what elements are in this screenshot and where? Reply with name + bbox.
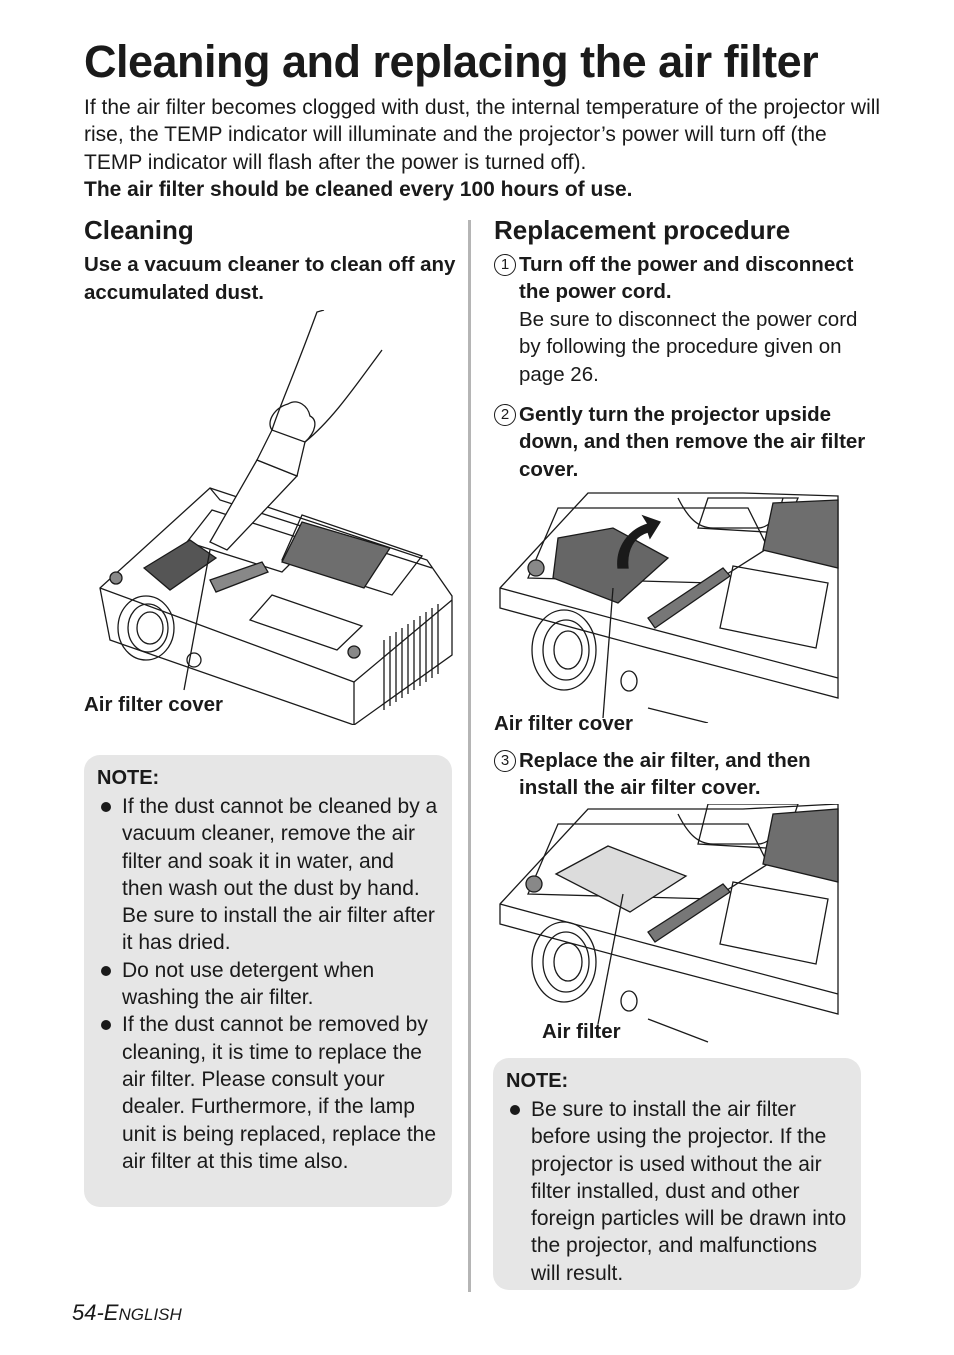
note-item: If the dust cannot be cleaned by a vacuu… [97,793,438,957]
cleaning-note-box: NOTE: If the dust cannot be cleaned by a… [84,755,452,1207]
step-number-1: 1 [494,254,516,276]
page-number: 54- [72,1300,104,1325]
replacement-heading: Replacement procedure [494,215,791,245]
note-item: If the dust cannot be removed by cleanin… [97,1011,438,1175]
air-filter-caption: Air filter [542,1020,621,1043]
step-1-detail: Be sure to disconnect the power cord by … [519,307,858,386]
note-item: Do not use detergent when washing the ai… [97,957,438,1012]
bullet-icon [510,1105,520,1115]
step-1-instruction: Turn off the power and disconnect the po… [519,253,854,304]
step-2-instruction: Gently turn the projector upside down, a… [519,403,866,481]
step-3: 3 Replace the air filter, and then insta… [494,747,866,802]
air-filter-cover-caption-right: Air filter cover [494,712,633,735]
vacuum-cleaning-illustration [92,310,457,725]
column-divider [468,220,471,1292]
step-3-instruction: Replace the air filter, and then install… [519,749,811,800]
language-initial: E [103,1300,119,1325]
replacement-note-box: NOTE: Be sure to install the air filter … [493,1058,861,1290]
note-item: Be sure to install the air filter before… [506,1096,847,1287]
page-footer: 54-ENGLISH [72,1300,182,1326]
replacement-note-list: Be sure to install the air filter before… [506,1096,847,1287]
intro-bold-text: The air filter should be cleaned every 1… [84,177,633,201]
remove-filter-cover-illustration [498,488,843,723]
cleaning-heading: Cleaning [84,215,194,245]
bullet-icon [101,1020,111,1031]
page-title: Cleaning and replacing the air filter [84,36,819,87]
intro-text: If the air filter becomes clogged with d… [84,96,881,174]
step-number-3: 3 [494,750,516,772]
step-number-2: 2 [494,404,516,426]
intro-paragraph: If the air filter becomes clogged with d… [84,94,884,203]
cleaning-lead: Use a vacuum cleaner to clean off any ac… [84,253,456,304]
bullet-icon [101,965,111,976]
bullet-icon [101,802,111,812]
install-filter-illustration [498,804,843,1044]
note-heading: NOTE: [506,1070,569,1092]
air-filter-cover-caption-left: Air filter cover [84,693,223,716]
step-1: 1 Turn off the power and disconnect the … [494,251,866,388]
note-heading: NOTE: [97,767,160,789]
language-label: NGLISH [118,1305,182,1324]
cleaning-note-list: If the dust cannot be cleaned by a vacuu… [97,793,438,1175]
step-2: 2 Gently turn the projector upside down,… [494,401,866,483]
